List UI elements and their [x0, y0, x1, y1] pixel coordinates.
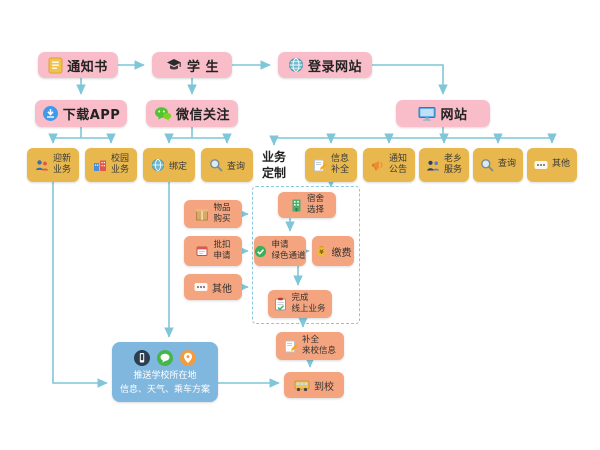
bind-label: 绑定 — [168, 161, 187, 172]
campus-business-label: 校园 — [110, 153, 129, 164]
globe-icon — [151, 158, 165, 172]
pay-node: ¥ 缴费 — [312, 236, 354, 266]
people-icon — [426, 159, 440, 172]
megaphone-icon — [371, 159, 385, 172]
monitor-icon — [418, 106, 436, 122]
info-complete-node: 信息补全 — [305, 148, 357, 182]
bus-icon — [294, 379, 310, 392]
site-query-node: 查询 — [473, 148, 523, 182]
arrive-school-node: 到校 — [284, 372, 344, 398]
login-label: 登录网站 — [307, 59, 362, 75]
welcome-business-node: 迎新业务 — [27, 148, 79, 182]
welcome-business-label: 迎新 — [52, 153, 71, 164]
login-node: 登录网站 — [278, 52, 372, 78]
site-query-label: 查询 — [497, 159, 516, 170]
graduate-icon — [165, 57, 183, 73]
phone-icon — [134, 350, 150, 366]
check-circle-icon — [254, 245, 267, 258]
hometown-service-node: 老乡服务 — [419, 148, 469, 182]
receipt-icon — [195, 245, 209, 258]
notice-announce-node: 通知公告 — [363, 148, 415, 182]
side-other-node: 其他 — [184, 274, 242, 300]
push-info-box: 推送学校所在地 信息、天气、乘车方案 — [112, 342, 218, 402]
push-icons — [134, 350, 196, 366]
download-app-node: 下载APP — [35, 100, 127, 127]
notice-label: 通知书 — [67, 59, 108, 75]
clipboard-icon — [274, 297, 287, 311]
push-text-line1: 推送学校所在地 — [133, 371, 197, 381]
notice-node: 通知书 — [38, 52, 118, 78]
batch-deduct-label: 批扣 — [213, 240, 231, 251]
online-business-region — [252, 186, 360, 324]
batch-deduct-node: 批扣申请 — [184, 236, 242, 266]
site-other-label: 其他 — [551, 159, 570, 170]
people-icon — [35, 159, 49, 172]
green-channel-node: 申请绿色通道 — [254, 236, 306, 266]
pencil-icon — [284, 339, 298, 353]
site-other-node: 其他 — [527, 148, 577, 182]
ellipsis-icon — [534, 160, 548, 170]
business-custom-label: 业务 定制 — [261, 150, 286, 180]
student-node: 学 生 — [152, 52, 232, 78]
dorm-building-icon — [290, 198, 303, 212]
dorm-select-node: 宿舍选择 — [278, 192, 336, 218]
wechat-query-node: 查询 — [201, 148, 253, 182]
hometown-service-label: 老乡 — [443, 153, 462, 164]
map-pin-icon — [180, 350, 196, 366]
bind-node: 绑定 — [143, 148, 195, 182]
finish-online-node: 完成线上业务 — [268, 290, 332, 318]
wechat-icon — [154, 106, 172, 122]
goods-purchase-label: 物品 — [213, 203, 231, 214]
wechat-follow-label: 微信关注 — [175, 108, 230, 123]
green-channel-label: 申请 — [271, 240, 289, 251]
arrive-school-label: 到校 — [314, 381, 334, 393]
chat-icon — [157, 350, 173, 366]
money-bag-icon: ¥ — [315, 244, 328, 258]
wechat-query-label: 查询 — [226, 161, 245, 172]
student-label: 学 生 — [186, 59, 220, 75]
building-icon — [93, 159, 107, 172]
fill-arrival-info-node: 补全来校信息 — [276, 332, 344, 360]
pay-label: 缴费 — [331, 247, 352, 259]
download-app-label: 下载APP — [62, 108, 121, 123]
package-icon — [195, 208, 209, 221]
dorm-select-label: 宿舍 — [306, 194, 324, 205]
finish-online-label: 完成 — [291, 293, 309, 304]
globe-icon — [288, 57, 304, 73]
edit-icon — [313, 158, 327, 172]
goods-purchase-node: 物品购买 — [184, 200, 242, 228]
campus-business-node: 校园业务 — [85, 148, 137, 182]
website-node: 网站 — [396, 100, 490, 127]
search-icon — [209, 158, 223, 172]
push-text-line2: 信息、天气、乘车方案 — [119, 384, 210, 395]
website-label: 网站 — [440, 108, 468, 123]
side-other-label: 其他 — [212, 283, 232, 295]
notice-announce-label: 通知 — [388, 153, 407, 164]
fill-arrival-info-label: 补全 — [301, 335, 319, 346]
svg-text:¥: ¥ — [319, 248, 324, 256]
ellipsis-icon — [194, 282, 208, 292]
info-complete-label: 信息 — [330, 153, 349, 164]
document-icon — [48, 57, 63, 74]
search-icon — [480, 158, 494, 172]
download-icon — [42, 105, 59, 122]
wechat-follow-node: 微信关注 — [146, 100, 238, 127]
